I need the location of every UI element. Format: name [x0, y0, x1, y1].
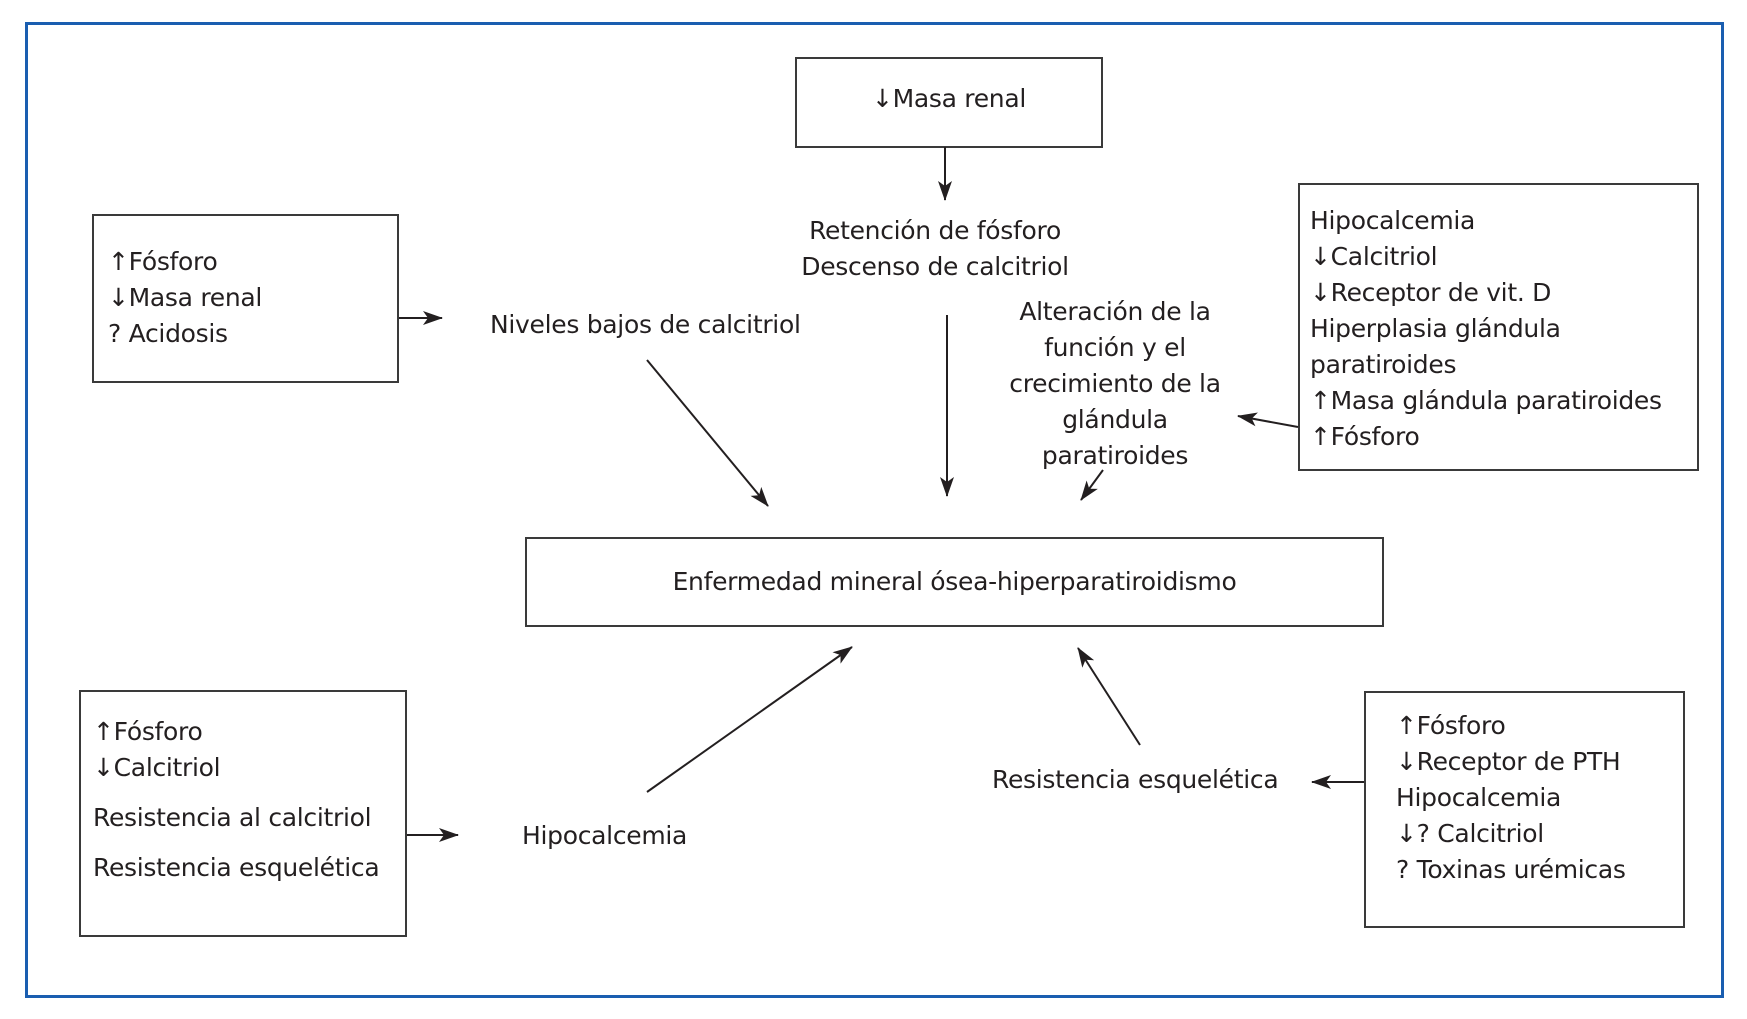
node-line: Hiperplasia glándula: [1310, 314, 1561, 343]
node-line: Resistencia esquelética: [93, 853, 380, 882]
figure-frame: [25, 22, 1724, 998]
node-line: crecimiento de la: [1009, 369, 1221, 398]
node-line: ↑Fósforo: [1310, 422, 1420, 451]
node-line: Resistencia al calcitriol: [93, 803, 372, 832]
node-line: ↓Masa renal: [108, 283, 263, 312]
node-central-enfermedad-mineral-osea: Enfermedad mineral ósea-hiperparatiroidi…: [525, 537, 1384, 627]
node-masa-renal: ↓Masa renal: [795, 57, 1103, 148]
node-hipocalcemia: Hipocalcemia: [522, 821, 688, 850]
node-line: paratiroides: [1310, 350, 1457, 379]
node-line: ↑Fósforo: [1396, 711, 1506, 740]
node-line: ↑Fósforo: [108, 247, 218, 276]
node-line: paratiroides: [1041, 441, 1189, 470]
node-retencion-fosforo: Retención de fósforo Descenso de calcitr…: [775, 213, 1095, 285]
node-line: ↓Calcitriol: [93, 753, 221, 782]
node-line: ↓Masa renal: [871, 84, 1027, 113]
node-right-top-factors: Hipocalcemia ↓Calcitriol ↓Receptor de vi…: [1298, 183, 1699, 471]
node-line: ↓Receptor de PTH: [1396, 747, 1621, 776]
node-line: Hipocalcemia: [1396, 783, 1562, 812]
node-bottom-right-factors: ↑Fósforo ↓Receptor de PTH Hipocalcemia ↓…: [1364, 691, 1685, 928]
node-resistencia-esqueletica: Resistencia esquelética: [992, 765, 1279, 794]
node-line: ↑Masa glándula paratiroides: [1310, 386, 1662, 415]
node-line: glándula: [1062, 405, 1168, 434]
node-line: ? Toxinas urémicas: [1396, 855, 1626, 884]
node-bottom-left-factors: ↑Fósforo ↓Calcitriol Resistencia al calc…: [79, 690, 407, 937]
node-line: Retención de fósforo: [809, 216, 1061, 245]
node-alteracion-paratiroides: Alteración de la función y el crecimient…: [985, 294, 1245, 474]
node-line: función y el: [1044, 333, 1186, 362]
node-line: ↓? Calcitriol: [1396, 819, 1544, 848]
central-node-title: Enfermedad mineral ósea-hiperparatiroidi…: [672, 567, 1237, 596]
node-line: Alteración de la: [1019, 297, 1211, 326]
node-line: ? Acidosis: [108, 319, 228, 348]
node-niveles-bajos-calcitriol: Niveles bajos de calcitriol: [490, 310, 801, 339]
node-line: ↑Fósforo: [93, 717, 203, 746]
node-line: Hipocalcemia: [1310, 206, 1476, 235]
node-left-top-factors: ↑Fósforo ↓Masa renal ? Acidosis: [92, 214, 399, 383]
node-line: ↓Receptor de vit. D: [1310, 278, 1552, 307]
node-line: ↓Calcitriol: [1310, 242, 1438, 271]
node-line: Descenso de calcitriol: [801, 252, 1069, 281]
